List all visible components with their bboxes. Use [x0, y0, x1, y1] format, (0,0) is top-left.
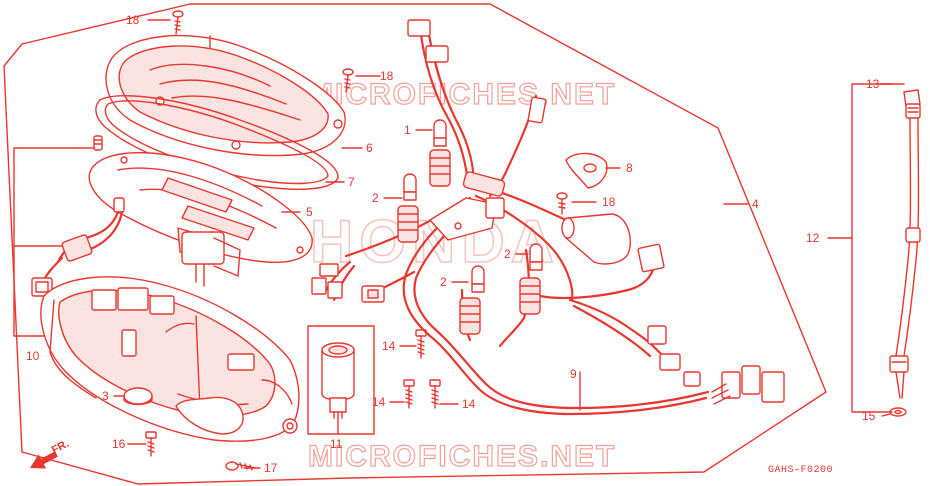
assembly-frame [3, 3, 827, 485]
callout-3: 3 [102, 389, 109, 403]
callout-13: 13 [866, 77, 880, 91]
callout-5: 5 [306, 205, 313, 219]
meter-gasket-7 [95, 95, 339, 190]
callout-15: 15 [862, 409, 876, 423]
harness-cylinder [561, 213, 631, 265]
screw-14-c [429, 379, 441, 409]
bulb-2-a [397, 173, 419, 243]
front-direction-arrow-icon [30, 451, 58, 469]
callout-labels: 18 18 6 7 5 1 2 2 2 8 18 4 9 10 3 16 17 … [26, 13, 880, 475]
harness-connectors [311, 243, 785, 405]
callout-8: 8 [626, 161, 633, 175]
bulb-2-c [459, 265, 485, 335]
callout-6: 6 [366, 141, 373, 155]
callout-2c: 2 [440, 275, 447, 289]
drawing-code: GAHS–F0200 [768, 465, 833, 476]
callout-18c: 18 [602, 195, 616, 209]
callout-14b: 14 [372, 395, 386, 409]
callout-16: 16 [112, 437, 126, 451]
callout-10: 10 [26, 349, 40, 363]
meter-cover-6 [105, 34, 346, 157]
screw-14-a [415, 329, 427, 359]
callout-14c: 14 [462, 397, 476, 411]
meter-case-10 [40, 276, 300, 442]
clamp-8 [565, 152, 608, 189]
screw-18-cover [342, 68, 354, 93]
bulb-1 [429, 119, 451, 187]
bulb-2-b [519, 243, 543, 315]
harness-holder [429, 171, 506, 241]
callout-4: 4 [752, 197, 759, 211]
callout-18a: 18 [126, 13, 140, 27]
callout-12: 12 [806, 231, 820, 245]
callout-1: 1 [404, 123, 411, 137]
rubber-grommet-3 [123, 387, 153, 406]
meter-face-plate-5 [88, 151, 313, 287]
bracket-12 [851, 83, 893, 413]
callout-11: 11 [330, 437, 343, 451]
screw-18-top [172, 10, 184, 35]
callout-14a: 14 [382, 339, 396, 353]
callout-2a: 2 [372, 191, 379, 205]
screw-16 [145, 431, 157, 457]
left-socket-wires [31, 197, 125, 297]
callout-9: 9 [570, 367, 577, 381]
watermark-bottom: MICROFICHES.NET [308, 440, 616, 473]
front-label: FR. [50, 438, 71, 457]
screw-17 [225, 461, 257, 471]
leader-lines [113, 19, 905, 469]
speedometer-cable-12 [889, 89, 921, 417]
screw-14-b [403, 379, 415, 409]
callout-18b: 18 [380, 69, 394, 83]
screw-18-right [556, 192, 568, 215]
switch-unit-11 [307, 325, 375, 435]
callout-2b: 2 [504, 247, 511, 261]
callout-17: 17 [264, 461, 278, 475]
callout-7: 7 [348, 175, 355, 189]
watermark-top: MICROFICHES.NET [308, 78, 616, 111]
bracket-10 [13, 147, 101, 337]
pin-part [93, 135, 103, 151]
